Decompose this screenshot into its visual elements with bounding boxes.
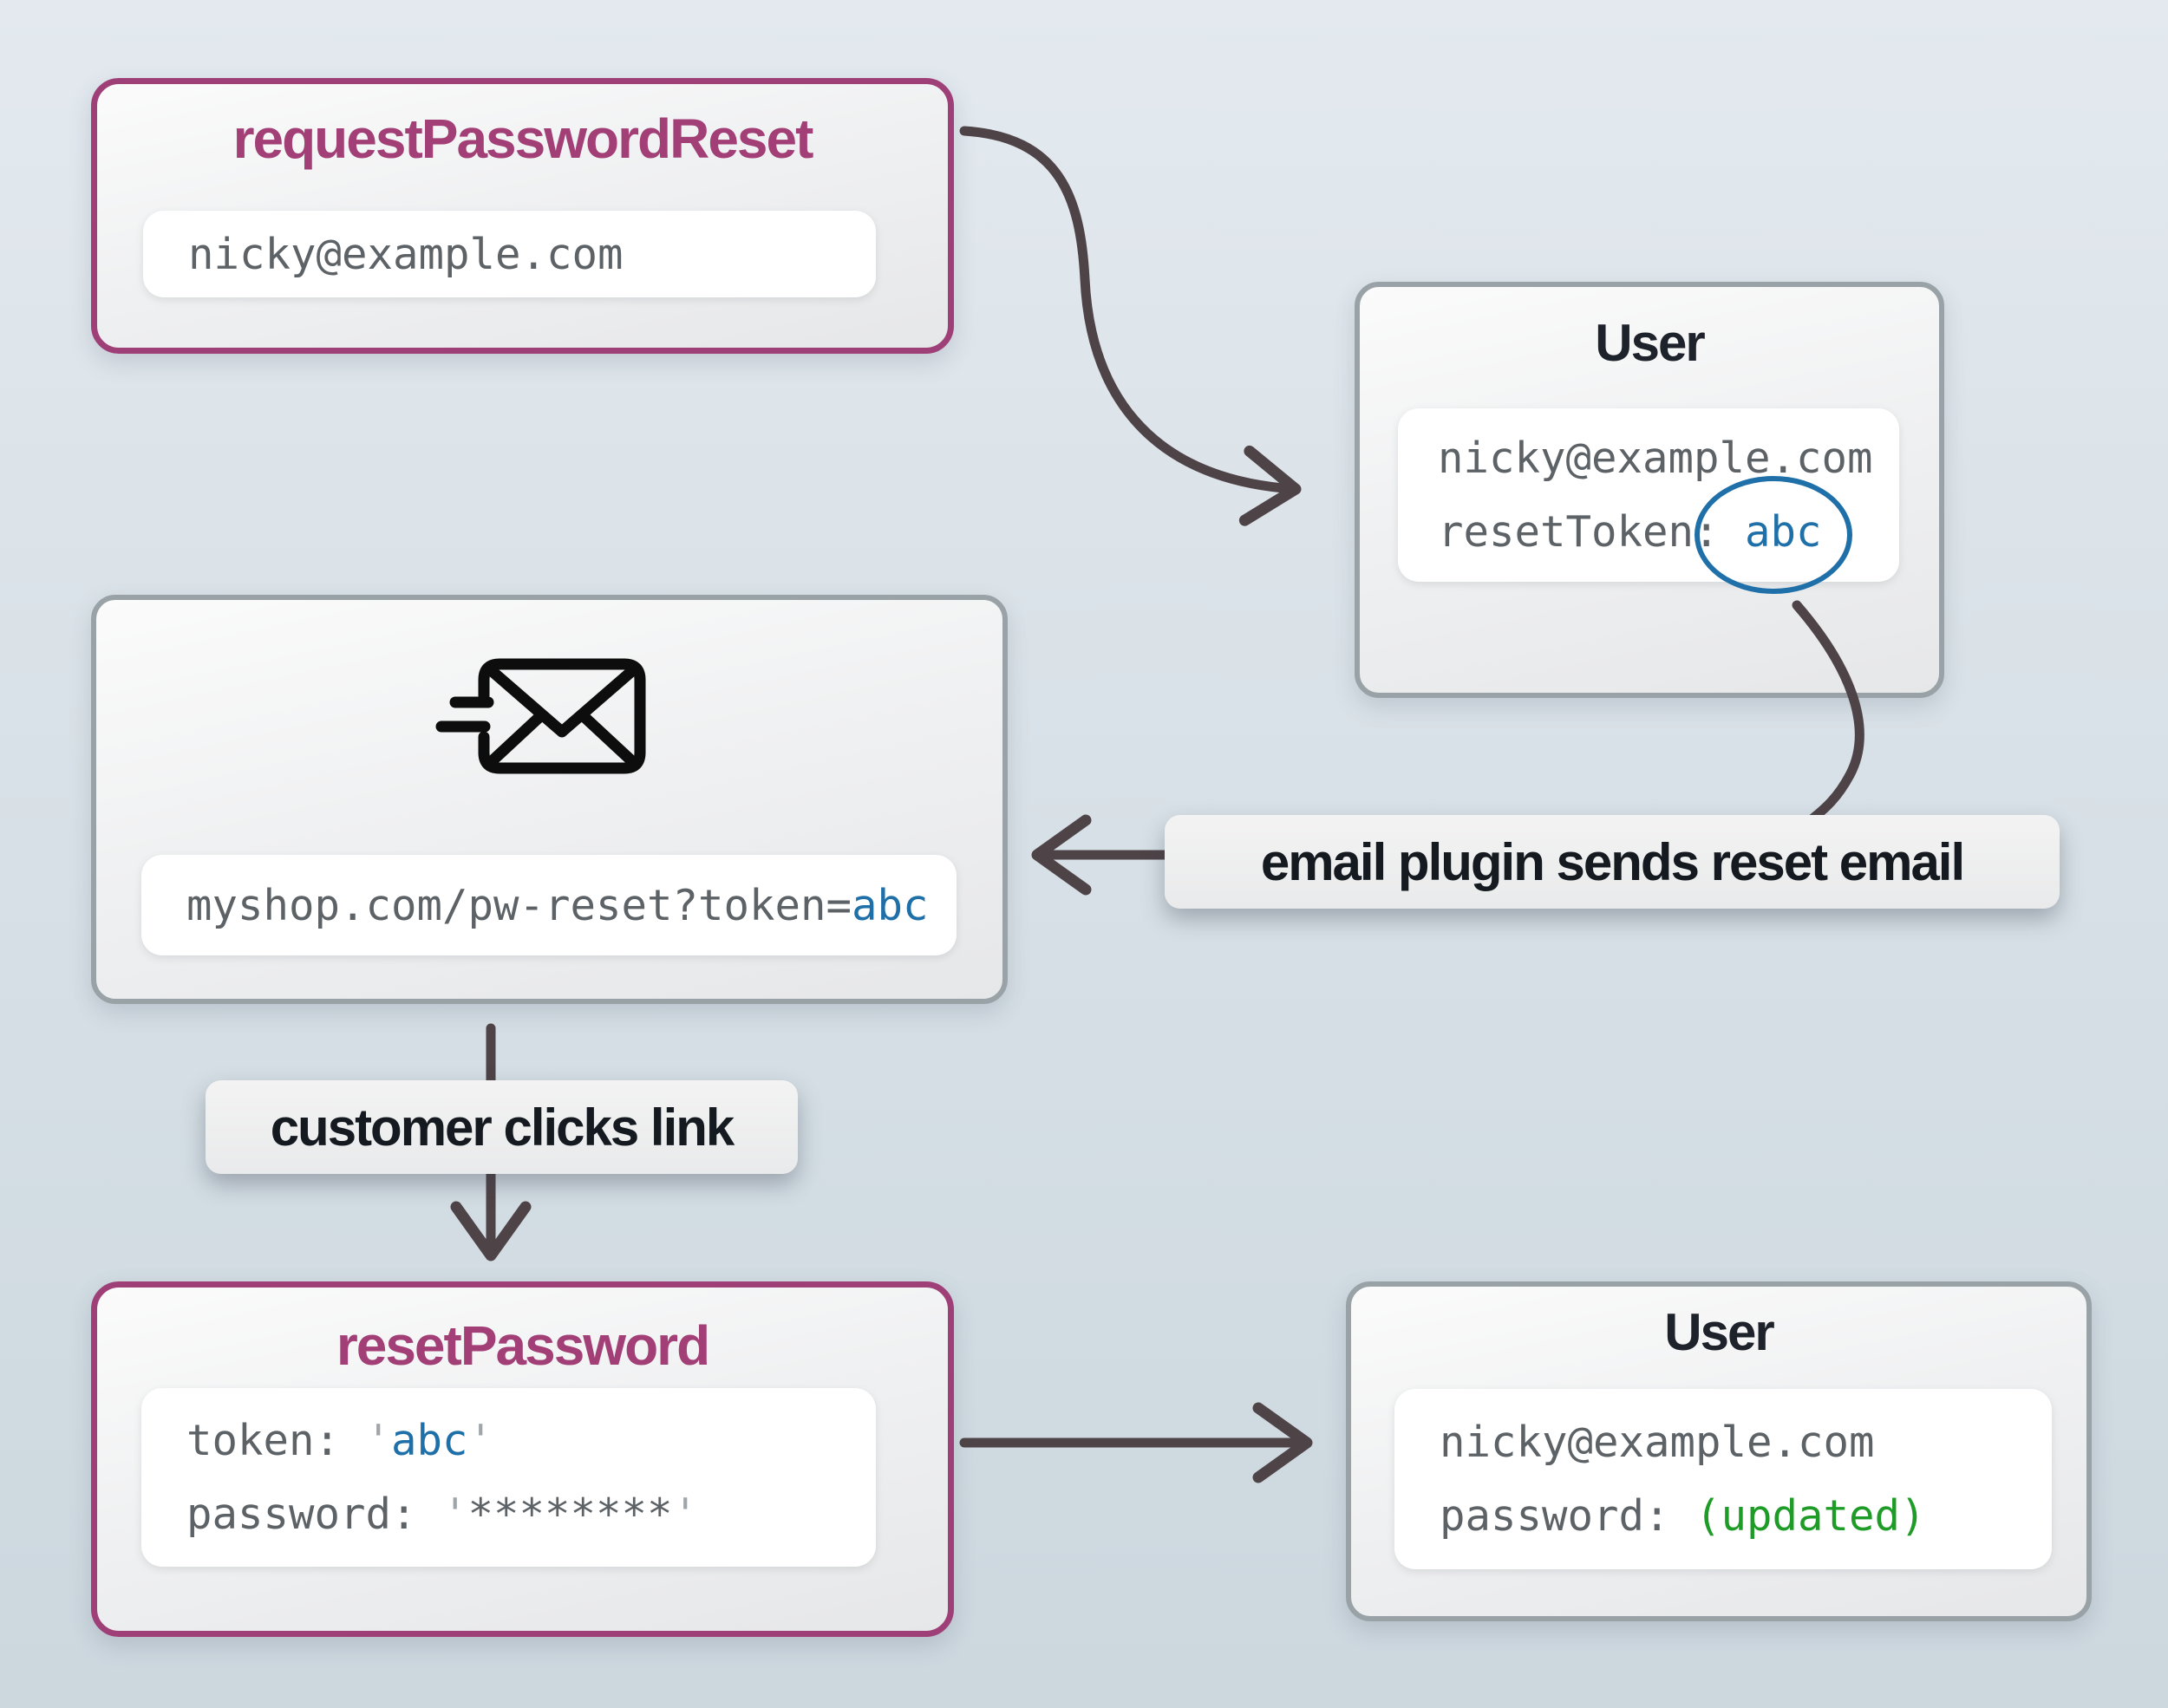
arrow-request-to-user xyxy=(959,126,1302,526)
reset-password-title: resetPassword xyxy=(336,1314,710,1377)
user-bottom-title: User xyxy=(1664,1303,1774,1361)
note-customer-clicks: customer clicks link xyxy=(206,1080,798,1174)
user-password-value: (updated) xyxy=(1695,1491,1926,1541)
send-email-icon xyxy=(435,658,646,774)
reset-password-box: resetPassword token: 'abc' password: '**… xyxy=(91,1281,954,1637)
note-email-plugin: email plugin sends reset email xyxy=(1165,815,2060,909)
password-label: password: xyxy=(186,1490,443,1539)
reset-password-fields: token: 'abc' password: '********' xyxy=(141,1388,876,1567)
request-password-reset-box: requestPasswordReset nicky@example.com xyxy=(91,78,954,354)
reset-url-prefix: myshop.com/pw-reset?token= xyxy=(186,880,852,930)
user-top-email: nicky@example.com xyxy=(1438,434,1873,483)
reset-token-label: resetToken: xyxy=(1438,507,1746,557)
user-password-label: password: xyxy=(1440,1491,1696,1541)
request-email-value: nicky@example.com xyxy=(188,229,624,279)
password-line: password: '********' xyxy=(186,1477,876,1551)
user-record-box-bottom: User nicky@example.com password: (update… xyxy=(1346,1281,2092,1621)
user-bottom-email: nicky@example.com xyxy=(1440,1418,1875,1467)
token-value: abc xyxy=(391,1416,468,1465)
reset-url-token: abc xyxy=(852,880,929,930)
reset-email-box: myshop.com/pw-reset?token=abc xyxy=(91,595,1008,1004)
token-label: token: xyxy=(186,1416,366,1465)
note-customer-clicks-text: customer clicks link xyxy=(270,1098,735,1157)
password-masked-value: ******** xyxy=(467,1490,673,1539)
request-email-field: nicky@example.com xyxy=(143,211,876,297)
token-line: token: 'abc' xyxy=(186,1404,876,1477)
reset-url-field: myshop.com/pw-reset?token=abc xyxy=(141,855,957,955)
reset-token-highlight-circle xyxy=(1695,476,1852,594)
token-close-quote: ' xyxy=(467,1416,494,1465)
user-record-box-top: User nicky@example.com resetToken: abc xyxy=(1355,282,1944,698)
password-open-quote: ' xyxy=(442,1490,468,1539)
user-top-title: User xyxy=(1595,314,1705,372)
note-email-plugin-text: email plugin sends reset email xyxy=(1260,832,1965,891)
request-password-reset-title: requestPasswordReset xyxy=(232,108,814,170)
password-close-quote: ' xyxy=(672,1490,699,1539)
token-open-quote: ' xyxy=(365,1416,392,1465)
reset-url-line: myshop.com/pw-reset?token=abc xyxy=(186,869,957,942)
user-bottom-password-line: password: (updated) xyxy=(1440,1479,2052,1553)
user-bottom-record: nicky@example.com password: (updated) xyxy=(1394,1389,2052,1569)
